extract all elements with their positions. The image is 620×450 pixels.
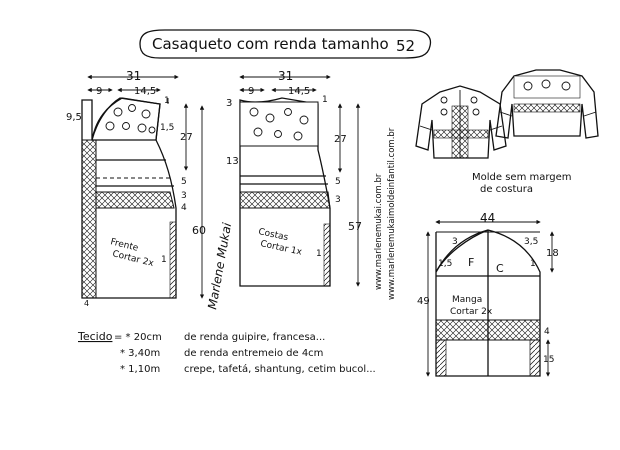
fabric-label: Tecido [77,330,113,343]
front-dart-label: 1,5 [160,123,174,133]
sleeve-pattern: 44 3 3,5 1,5 1 F C 18 49 4 15 Manga Cort… [417,211,559,377]
back-pattern: 31 9 14,5 3 13 1 27 5 3 1 57 Costas Cort… [226,69,362,287]
fabric-desc-1: de renda guipire, francesa... [184,332,325,343]
sleeve-cap-height-label: 18 [546,248,559,259]
back-neck-label: 9 [248,86,254,97]
back-band1-label: 5 [335,177,341,187]
back-armhole-label: 27 [334,134,347,145]
front-band1-label: 5 [181,177,187,187]
sleeve-name-label: Manga [452,295,482,305]
jacket-front-sketch [415,85,507,159]
sleeve-f-label: F [468,256,474,269]
fabric-qty-1: = * 20cm [114,332,162,343]
fabric-desc-3: crepe, tafetá, shantung, cetim bucol... [184,363,376,375]
sleeve-cut-label: Cortar 2x [450,307,493,317]
sleeve-length-label: 49 [417,296,430,307]
page-title: Casaqueto com renda tamanho [152,35,389,53]
front-band2-label: 3 [181,191,187,201]
sleeve-left-top-label: 3 [452,237,458,247]
front-armhole-label: 27 [180,132,193,143]
back-lace-flowers [249,107,309,141]
back-yoke-label: 14,5 [288,86,310,97]
sleeve-c-label: C [496,262,504,275]
front-lace-yoke [91,97,161,141]
fabric-qty-2: * 3,40m [120,348,160,359]
front-outline [81,97,177,299]
note-line1: Molde sem margem [472,172,572,183]
front-shoulder-label: 1 [164,96,170,106]
front-hem-label: 4 [84,299,89,308]
sleeve-width-label: 44 [480,211,495,225]
signature: Marlene Mukai [205,221,234,311]
back-length-label: 57 [348,220,362,233]
front-length-label: 60 [192,224,206,237]
sleeve-cuff-label: 15 [543,355,554,365]
sleeve-outline [435,229,541,377]
back-side-label: 1 [316,249,322,259]
front-placket [81,139,97,299]
fabric-qty-3: * 1,10m [120,364,160,375]
sleeve-band-label: 4 [544,327,550,337]
sleeve-lace-band [435,319,541,341]
watermark-site-infantil: www.marlenemukaimoldeinfantil.com.br [387,127,397,300]
front-neck-label: 9 [96,86,102,97]
front-lace-band [95,191,175,209]
front-pattern: 31 9 14,5 9,5 1 1,5 27 5 3 4 [66,69,206,308]
watermark-site: www.marlenemukai.com.br [374,173,384,290]
fabric-desc-2: de renda entremeio de 4cm [184,348,323,359]
back-lace-band [239,191,331,209]
front-yoke-label: 14,5 [134,86,156,97]
back-drop-label: 3 [226,98,232,109]
back-mid-label: 13 [226,156,239,167]
title-block: Casaqueto com renda tamanho 52 [139,29,432,59]
front-band3-label: 4 [181,203,187,213]
jacket-back-sketch [495,69,599,139]
size-label: 52 [396,37,415,55]
note-line2: de costura [480,184,533,195]
front-drop-label: 9,5 [66,112,82,123]
front-side-label: 1 [161,255,167,265]
front-lace-flowers [105,104,156,134]
fabric-list: Tecido = * 20cm de renda guipire, france… [77,330,376,375]
back-width-label: 31 [278,69,293,83]
sleeve-right-cap-label: 1 [530,259,536,269]
front-width-label: 31 [126,69,141,83]
sleeve-right-top-label: 3,5 [524,237,538,247]
sleeve-left-cap-label: 1,5 [438,259,452,269]
back-shoulder-label: 1 [322,95,328,105]
back-band2-label: 3 [335,195,341,205]
